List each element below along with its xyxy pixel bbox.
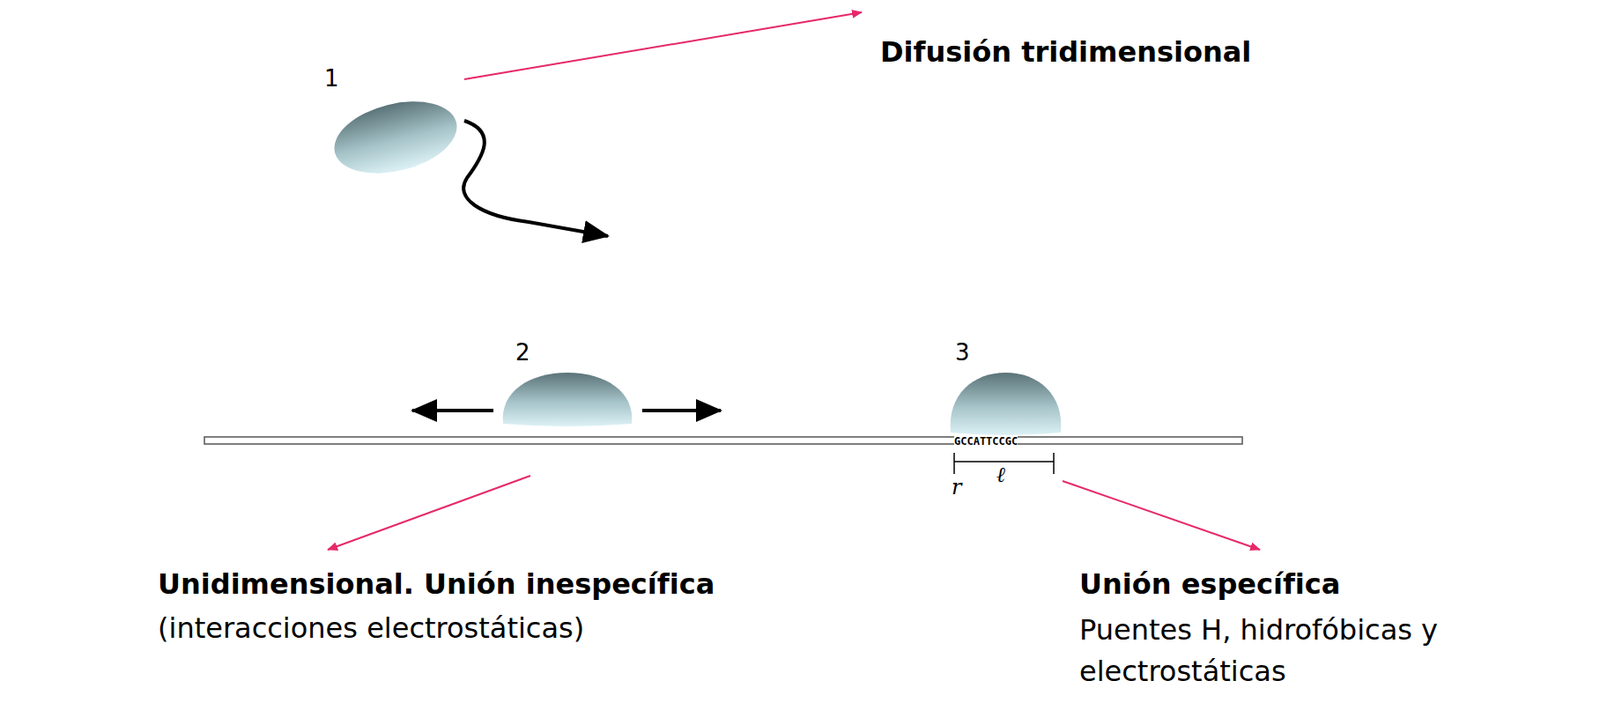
annotation-note: Puentes H, hidrofóbicas y electrostática… [1079, 609, 1556, 693]
dimension-label: r [951, 475, 962, 499]
annotation-note: (interacciones electrostáticas) [157, 609, 585, 647]
annotation-title: Unión específica [1079, 565, 1341, 603]
protein: 1 [331, 96, 460, 178]
annotation-title: Difusión tridimensional [880, 33, 1252, 71]
protein-shape [331, 96, 460, 178]
protein: 2 [499, 372, 636, 428]
slide-arrow [412, 408, 494, 413]
dimension-label: ℓ [996, 463, 1006, 487]
annotation-title: Unidimensional. Unión inespecífica [157, 565, 715, 603]
callout-number: 1 [324, 65, 340, 92]
diffusion-path [463, 120, 608, 237]
callout-number: 2 [515, 339, 531, 366]
protein-shape [947, 372, 1065, 437]
callout-number: 3 [955, 339, 971, 366]
slide-arrow [642, 408, 721, 413]
leader-arrow [464, 12, 862, 80]
dna-strand [204, 437, 1243, 445]
protein-shape [499, 372, 636, 428]
dna-sequence: GCCATTCCGC [954, 435, 1018, 448]
leader-arrow [327, 475, 531, 550]
protein: 3 [947, 372, 1065, 437]
leader-arrow [1062, 481, 1260, 550]
